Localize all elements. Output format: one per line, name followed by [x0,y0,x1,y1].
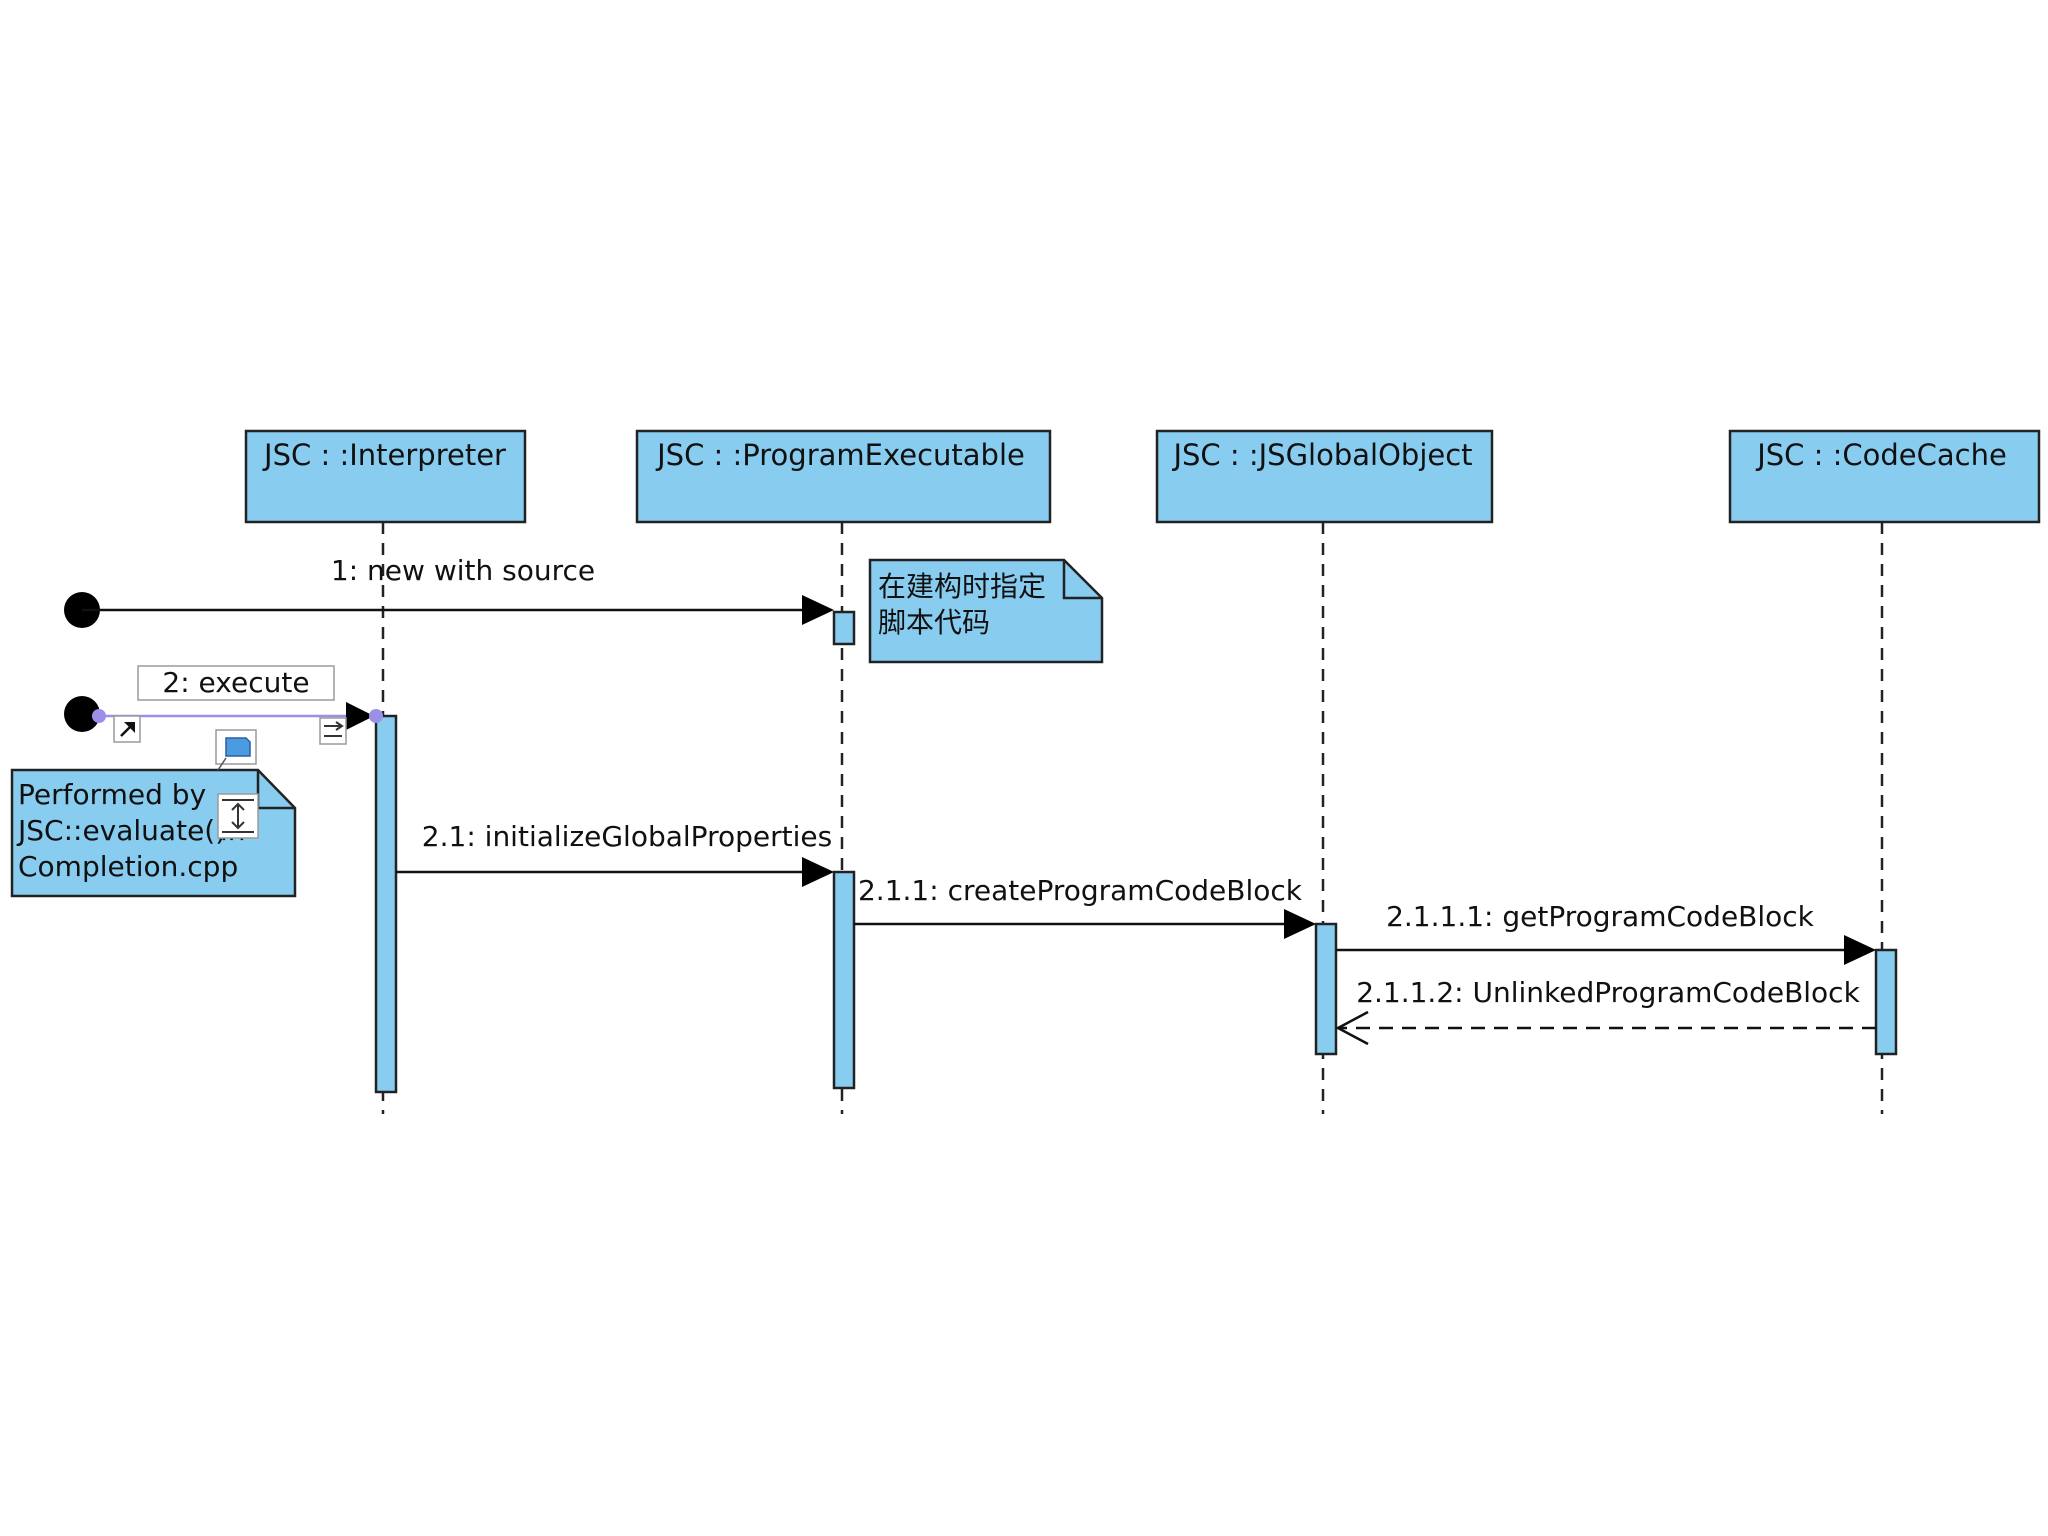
participant-js-global-object[interactable]: JSC : :JSGlobalObject [1155,429,1494,524]
message-2-1-1-arrowhead [1284,909,1316,939]
note-construct-line-1: 在建构时指定 [878,570,1046,603]
reorder-icon[interactable] [319,717,347,745]
participant-code-cache-label: JSC : :CodeCache [1755,438,2007,472]
message-1-arrowhead [802,595,834,625]
message-2-1-1-label: 2.1.1: createProgramCodeBlock [858,874,1303,907]
note-construct-line-2: 脚本代码 [878,606,990,639]
message-2[interactable]: 2: execute [64,665,383,732]
message-2-1-1-2[interactable]: 2.1.1.2: UnlinkedProgramCodeBlock [1335,976,1876,1046]
activation-program-executable-1[interactable] [832,610,856,646]
message-1[interactable]: 1: new with source [64,554,834,628]
activation-interpreter[interactable] [374,714,398,1094]
message-2-arrowhead [346,702,374,730]
participant-code-cache[interactable]: JSC : :CodeCache [1728,429,2041,524]
more-options-icon[interactable] [217,793,259,839]
note-performed-line-3: Completion.cpp [18,850,238,883]
message-2-1-1-2-label: 2.1.1.2: UnlinkedProgramCodeBlock [1356,976,1860,1009]
message-2-label-box[interactable] [137,665,335,701]
message-1-label: 1: new with source [331,554,595,587]
participant-program-executable[interactable]: JSC : :ProgramExecutable [635,429,1052,524]
participant-program-executable-label: JSC : :ProgramExecutable [655,438,1025,472]
note-performed-line-1: Performed by [18,778,206,811]
note-construct[interactable]: 在建构时指定 脚本代码 [868,558,1104,664]
selection-handle-end[interactable] [369,709,383,723]
selection-handle-start[interactable] [92,709,106,723]
activation-js-global-object[interactable] [1314,922,1338,1056]
message-2-1[interactable]: 2.1: initializeGlobalProperties [396,820,834,887]
participant-interpreter[interactable]: JSC : :Interpreter [244,429,527,524]
activation-program-executable-2[interactable] [832,870,856,1090]
message-2-1-1-1-arrowhead [1844,935,1876,965]
resize-arrow-icon[interactable] [113,715,141,743]
note-performed-line-2: JSC::evaluate() [16,814,226,847]
activation-code-cache[interactable] [1874,948,1898,1056]
message-2-1-1-2-arrowhead [1335,1010,1369,1046]
message-2-label: 2: execute [162,666,309,699]
participant-js-global-object-label: JSC : :JSGlobalObject [1171,438,1472,472]
participant-interpreter-label: JSC : :Interpreter [262,438,506,472]
message-2-1-1-1[interactable]: 2.1.1.1: getProgramCodeBlock [1336,900,1876,965]
message-2-1-label: 2.1: initializeGlobalProperties [422,820,832,853]
found-message-start-2[interactable] [64,696,100,732]
add-note-icon[interactable] [215,729,257,771]
message-2-1-1[interactable]: 2.1.1: createProgramCodeBlock [854,874,1316,939]
message-2-1-arrowhead [802,857,834,887]
message-2-1-1-1-label: 2.1.1.1: getProgramCodeBlock [1386,900,1815,933]
